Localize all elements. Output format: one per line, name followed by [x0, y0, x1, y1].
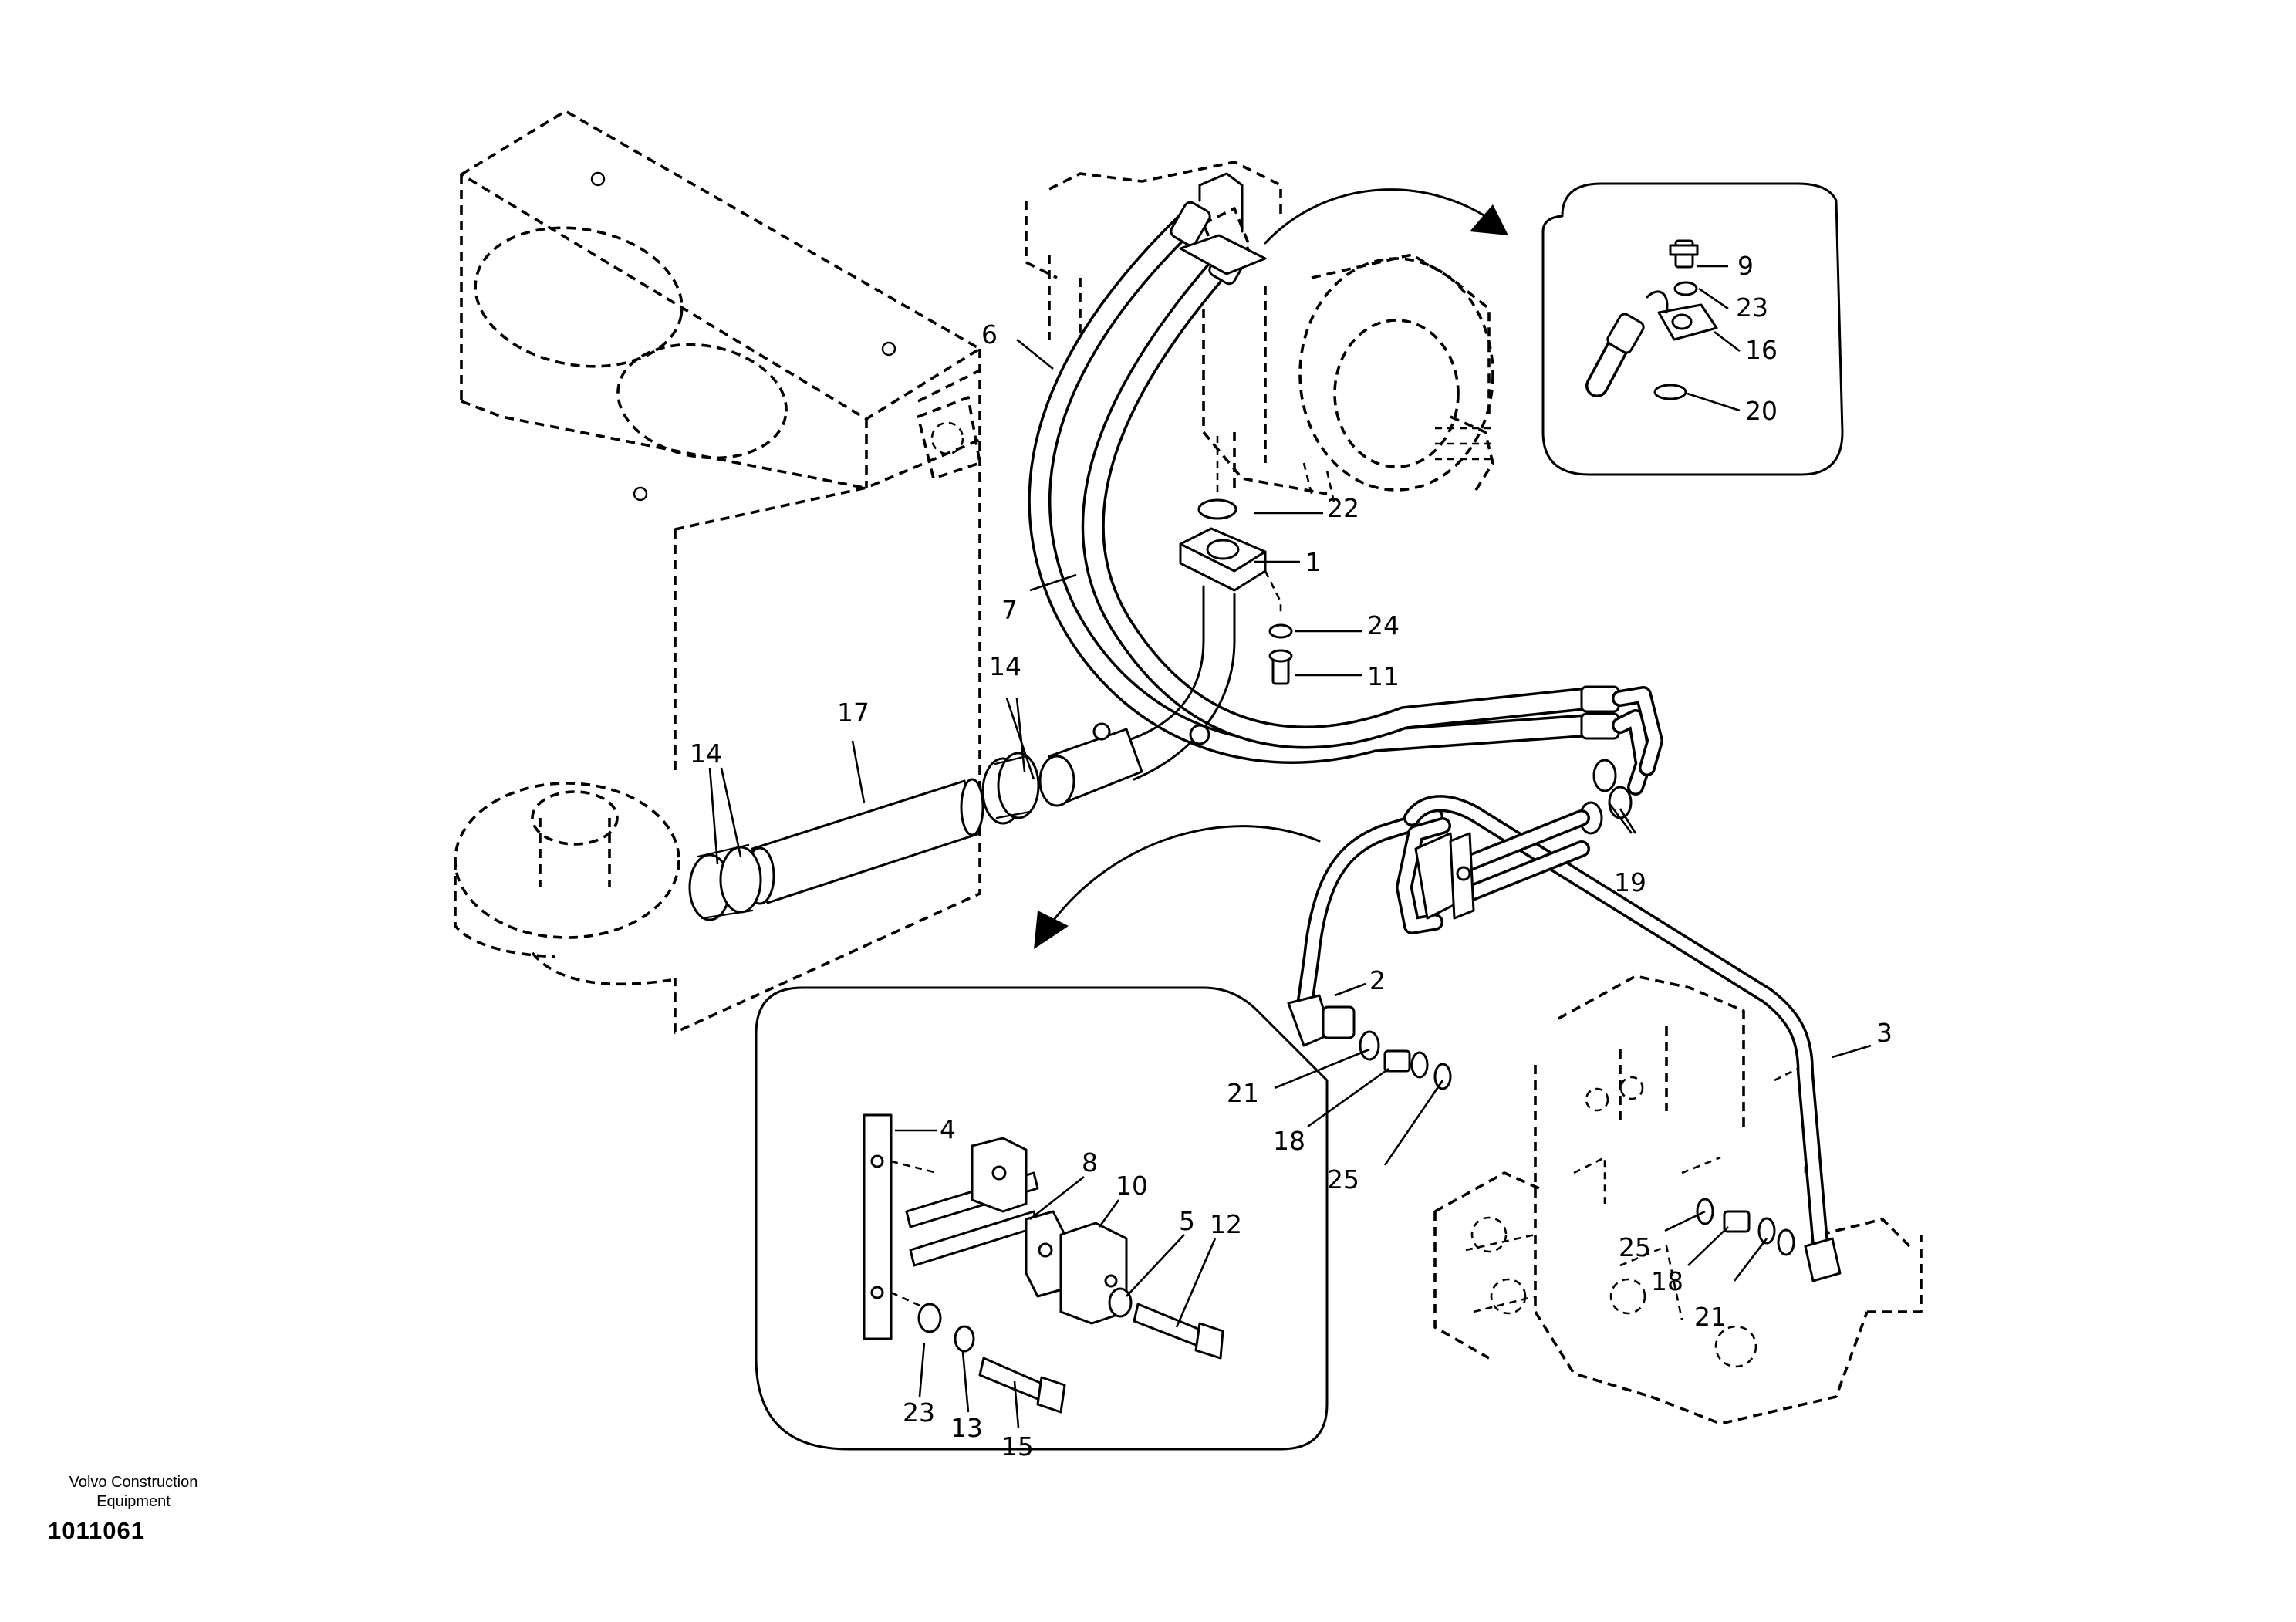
callout-15: 15	[1001, 1431, 1034, 1461]
callout-4: 4	[940, 1114, 956, 1144]
callout-6: 6	[981, 319, 998, 350]
callout-labels: 6 7 14 14 17 22 1 24 11 9 23 16 20 19 2 …	[690, 251, 1893, 1461]
callout-11: 11	[1367, 661, 1400, 691]
callout-12: 12	[1210, 1209, 1242, 1239]
callout-3: 3	[1876, 1018, 1893, 1048]
callout-1: 1	[1305, 547, 1322, 577]
callout-23: 23	[903, 1397, 935, 1428]
callout-5: 5	[1179, 1206, 1195, 1236]
detail-panel-clamp	[755, 986, 1329, 1451]
callout-14: 14	[690, 738, 722, 769]
callout-10: 10	[1116, 1171, 1148, 1201]
callout-19: 19	[1614, 867, 1646, 897]
brand-line-2: Equipment	[96, 1493, 171, 1510]
callout-17: 17	[837, 698, 869, 728]
callout-25: 25	[1327, 1164, 1359, 1195]
detail-panel-flange	[1541, 182, 1844, 476]
callout-8: 8	[1082, 1147, 1098, 1178]
callout-22: 22	[1327, 493, 1359, 523]
hose-assembly	[1028, 172, 1663, 835]
callout-14: 14	[989, 651, 1021, 681]
callout-18: 18	[1273, 1126, 1305, 1156]
control-valve-outline	[1433, 975, 1923, 1425]
flange-hardware	[1197, 436, 1293, 685]
callout-25: 25	[1619, 1232, 1651, 1262]
callout-23: 23	[1736, 292, 1768, 323]
drawing-number: 1011061	[48, 1517, 145, 1544]
callout-21: 21	[1227, 1078, 1259, 1108]
steel-pipes	[1287, 795, 1842, 1282]
callout-24: 24	[1367, 610, 1400, 640]
leader-lines	[708, 265, 1872, 1428]
brand-line-1: Volvo Construction	[69, 1474, 198, 1491]
callout-18: 18	[1651, 1266, 1683, 1296]
callout-21: 21	[1694, 1302, 1727, 1332]
callout-13: 13	[950, 1413, 983, 1443]
detail-arrows	[1034, 188, 1508, 949]
callout-20: 20	[1745, 396, 1778, 426]
main-pump-outline	[1025, 161, 1497, 506]
callout-7: 7	[1001, 595, 1018, 625]
callout-9: 9	[1737, 251, 1754, 281]
hydraulic-tank-outline	[454, 110, 981, 1034]
callout-2: 2	[1369, 965, 1386, 995]
callout-16: 16	[1745, 335, 1778, 365]
